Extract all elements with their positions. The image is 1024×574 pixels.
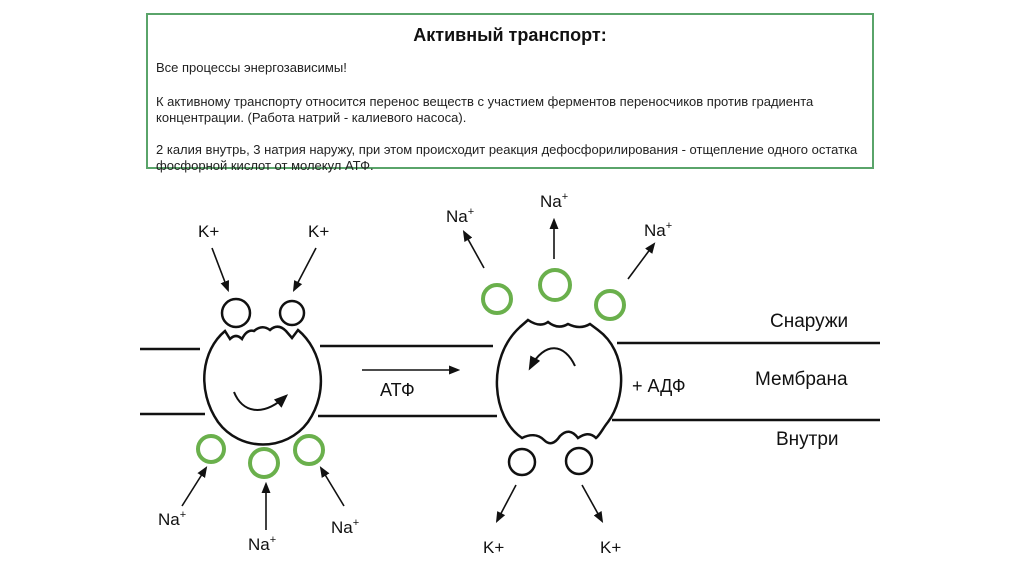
sodium-label-6: Na+ [644,220,672,240]
info-box: Активный транспорт: Все процессы энергоз… [146,13,874,173]
sodium-label-2-sup: + [270,534,276,546]
sodium-label-1-base: Na [158,510,180,529]
sodium-label-2: Na+ [248,534,276,554]
carrier-protein-left [203,325,323,446]
info-paragraph-definition: К активному транспорту относится перенос… [156,94,814,125]
rotation-arrow-left-icon [233,391,289,411]
zone-label-inside: Внутри [776,429,839,450]
sodium-ion-bound-3 [293,434,325,466]
potassium-label-3: K+ [483,538,504,557]
carrier-body-right [495,318,623,445]
sodium-inflow-arrow-1-icon [181,466,208,507]
ion-movement-arrows [181,217,656,530]
sodium-ion-released-2 [538,268,572,302]
sodium-ion-bound-2 [248,447,280,479]
zone-label-membrane: Мембрана [755,369,848,390]
rotation-arrow-right-icon [528,347,576,371]
potassium-label-1: K+ [198,222,219,241]
adp-label: + АДФ [632,376,686,396]
sodium-label-5-sup: + [562,191,568,203]
sodium-ion-released-1 [481,283,513,315]
zone-label-outside: Снаружи [770,311,848,332]
sodium-label-4-base: Na [446,207,468,226]
atp-label: АТФ [380,380,415,400]
sodium-label-3-base: Na [331,518,353,537]
sodium-ion-released-3 [594,289,626,321]
potassium-outflow-arrow-2-icon [581,484,604,523]
sodium-label-3-sup: + [353,517,359,529]
sodium-label-4-sup: + [468,206,474,218]
potassium-inflow-arrow-1-icon [211,247,229,293]
potassium-ion-bound-2 [278,299,306,327]
sodium-outflow-arrow-1-icon [462,230,485,269]
sodium-label-5-base: Na [540,192,562,211]
sodium-label-4: Na+ [446,206,474,226]
sodium-label-6-sup: + [666,220,672,232]
sodium-label-1-sup: + [180,509,186,521]
carrier-protein-right [495,318,623,445]
potassium-outflow-arrow-1-icon [495,484,517,523]
potassium-ion-bound-1 [220,297,252,329]
sodium-label-2-base: Na [248,535,270,554]
membrane-lines [140,341,880,422]
potassium-ion-released-1 [507,447,537,477]
info-paragraph-energy: Все процессы энергозависимы! [156,60,347,75]
page-title: Активный транспорт: [413,25,607,45]
sodium-label-1: Na+ [158,509,186,529]
potassium-label-4: K+ [600,538,621,557]
carrier-body-left [203,325,323,446]
potassium-ion-released-2 [564,446,594,476]
sodium-outflow-arrow-3-icon [627,242,656,280]
sodium-label-5: Na+ [540,191,568,211]
sodium-label-6-base: Na [644,221,666,240]
potassium-label-2: K+ [308,222,329,241]
sodium-ion-bound-1 [196,434,226,464]
info-paragraph-pump: 2 калия внутрь, 3 натрия наружу, при это… [156,142,858,173]
potassium-inflow-arrow-2-icon [292,247,317,292]
sodium-inflow-arrow-3-icon [319,466,345,507]
sodium-label-3: Na+ [331,517,359,537]
